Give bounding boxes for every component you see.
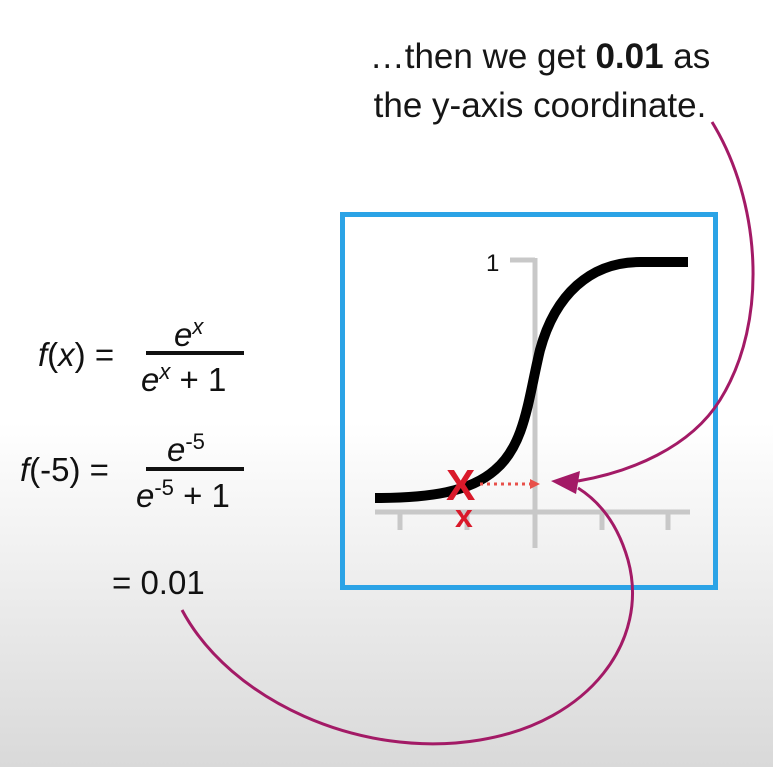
fraction-bar	[146, 351, 244, 355]
result-value: = 0.01	[112, 564, 205, 601]
equation-sigmoid-lhs: f(x) =	[38, 336, 114, 374]
caption-text-post: as	[663, 37, 711, 76]
denominator-tail: + 1	[170, 361, 227, 398]
denominator-exponent: x	[159, 359, 171, 384]
denominator-base: e	[141, 361, 160, 398]
caption-value-bold: 0.01	[595, 37, 664, 76]
graph-frame	[340, 212, 718, 590]
equation-evaluated-lhs: f(-5) =	[20, 451, 109, 489]
function-name: f	[38, 336, 48, 373]
denominator-base: e	[136, 477, 155, 514]
function-name: f	[20, 451, 30, 488]
x-marker: X	[446, 461, 475, 510]
caption-line-2: the y-axis coordinate.	[373, 86, 707, 125]
open-paren: (	[47, 336, 59, 373]
close-paren-equals: ) =	[74, 336, 115, 373]
numerator-base: e	[167, 431, 186, 468]
numerator-exponent: x	[192, 314, 204, 339]
denominator: e-5 + 1	[136, 477, 230, 515]
caption-text-pre: …then we get	[369, 37, 596, 76]
fraction-bar	[146, 467, 244, 471]
variable-x: x	[58, 336, 75, 373]
argument-equals: (-5) =	[29, 451, 109, 488]
denominator: ex + 1	[141, 361, 226, 399]
sigmoid-curve	[374, 257, 688, 503]
numerator-exponent: -5	[185, 429, 205, 454]
denominator-tail: + 1	[173, 477, 230, 514]
caption: …then we get 0.01 as the y-axis coordina…	[330, 32, 750, 130]
y-tick-label: 1	[486, 250, 499, 277]
numerator: e-5	[167, 431, 205, 469]
caption-line-1: …then we get 0.01 as	[330, 32, 750, 81]
callout-arrowhead	[551, 471, 580, 494]
numerator: ex	[174, 316, 203, 354]
callout-arrow-from-caption	[577, 121, 755, 483]
callout-arrow-from-result	[180, 486, 634, 746]
denominator-exponent: -5	[154, 475, 174, 500]
x-marker-small: x	[455, 498, 473, 534]
numerator-base: e	[174, 316, 193, 353]
